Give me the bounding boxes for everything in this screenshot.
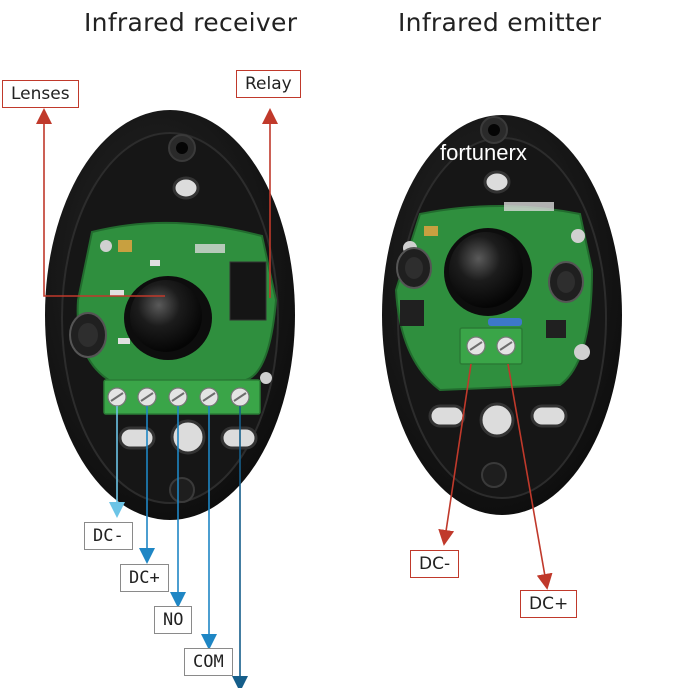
receiver-unit (45, 110, 295, 520)
receiver-lens (130, 280, 202, 352)
emitter-slot-right (530, 404, 568, 428)
emitter-resistor (488, 318, 522, 326)
lenses-label: Lenses (2, 80, 79, 108)
receiver-dc-plus-label: DC+ (120, 564, 169, 592)
emitter-dc-plus-wire (507, 363, 553, 590)
receiver-upper-hole (172, 176, 200, 200)
receiver-no-label: NO (154, 606, 193, 634)
relay-label: Relay (236, 70, 301, 98)
receiver-cable-hole (170, 419, 206, 455)
receiver-bottom-hole (169, 477, 195, 503)
emitter-dc-minus-label: DC- (410, 550, 460, 578)
emitter-slot-left (428, 404, 466, 428)
emitter-dc-minus-wire (438, 363, 472, 546)
receiver-slot-left (118, 426, 156, 450)
receiver-com-label: COM (184, 648, 233, 676)
receiver-slot-right (220, 426, 258, 450)
emitter-title: Infrared emitter (398, 8, 602, 37)
emitter-lens (449, 232, 523, 308)
watermark-text: fortunerx (440, 140, 527, 165)
lenses-callout-line (36, 108, 165, 297)
emitter-dc-plus-label: DC+ (520, 590, 578, 618)
emitter-bottom-hole (481, 462, 507, 488)
receiver-dc-minus-label: DC- (84, 522, 133, 550)
receiver-relay (229, 261, 267, 321)
emitter-unit (382, 115, 622, 515)
emitter-upper-hole (483, 170, 511, 194)
emitter-cable-hole (479, 402, 515, 438)
receiver-title: Infrared receiver (84, 8, 298, 37)
